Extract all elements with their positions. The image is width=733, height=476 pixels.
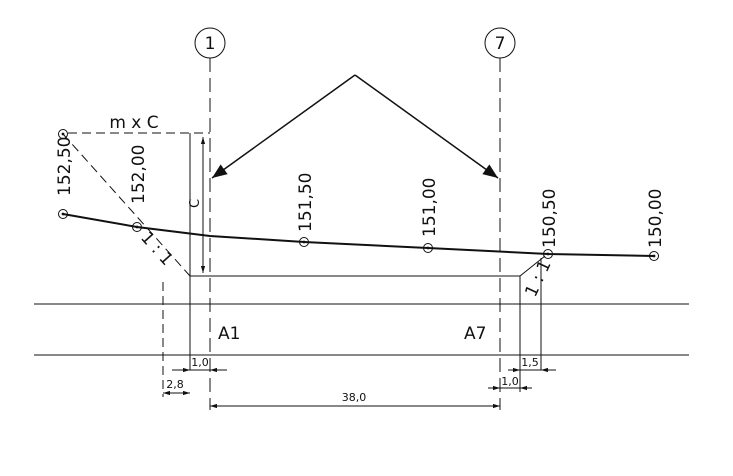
slope-label-left: 1 : 1 [136, 228, 176, 270]
elevation-label-15250: 152,50 [55, 137, 75, 196]
pointer-arrows [211, 74, 499, 179]
elevation-point-15100 [423, 243, 433, 253]
c-label: C [188, 199, 203, 208]
axis-label-7: 7 [495, 34, 506, 54]
dimension-28: 2,8 [163, 378, 190, 396]
axis-label-1: 1 [205, 34, 216, 54]
elevation-points [58, 129, 659, 261]
dimension-380: 38,0 [210, 391, 500, 409]
axis-bubble-7: 7 [484, 27, 516, 59]
elevation-label-15200: 152,00 [129, 145, 149, 204]
elevation-label-15150: 151,50 [296, 173, 316, 232]
svg-text:2,8: 2,8 [166, 378, 184, 391]
elevation-label-15100: 151,00 [420, 178, 440, 237]
elevation-point-15200 [132, 222, 142, 232]
elevation-point-15150 [299, 237, 309, 247]
svg-text:38,0: 38,0 [342, 391, 367, 404]
svg-text:1,0: 1,0 [501, 375, 519, 388]
axis-bubble-1: 1 [194, 27, 226, 59]
mxc-label: m x C [109, 113, 158, 133]
svg-text:1,0: 1,0 [191, 356, 209, 369]
svg-text:1,5: 1,5 [521, 356, 539, 369]
point-label-a1: A1 [218, 324, 240, 344]
dimension-10-right: 1,0 [488, 375, 532, 391]
elevation-point-15050 [543, 249, 553, 259]
elevation-point-15000 [649, 251, 659, 261]
dimension-10-left: 1,0 [172, 356, 227, 373]
slope-label-right: 1 : 1 [521, 257, 555, 300]
dimension-15: 1,5 [508, 356, 556, 373]
point-label-a7: A7 [464, 324, 486, 344]
elevation-point-left [58, 209, 68, 219]
elevation-label-15000: 150,00 [646, 189, 666, 248]
excavation-outline [62, 133, 546, 392]
elevation-label-15050: 150,50 [540, 189, 560, 248]
